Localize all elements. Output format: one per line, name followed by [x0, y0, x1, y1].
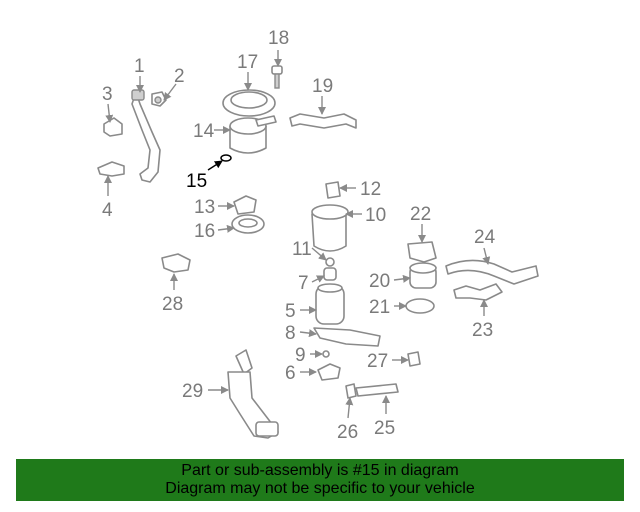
part-26-clip — [345, 383, 357, 399]
label-11: 11 — [292, 239, 312, 260]
part-20-filter — [409, 262, 437, 289]
label-20: 20 — [369, 271, 390, 292]
part-9-clip — [322, 350, 330, 358]
label-25: 25 — [374, 418, 395, 439]
label-24: 24 — [474, 227, 496, 248]
part-29-sender-bracket — [227, 349, 279, 439]
label-12: 12 — [360, 179, 381, 200]
part-17-lock-ring — [222, 89, 276, 117]
label-23: 23 — [472, 320, 493, 341]
label-4: 4 — [102, 200, 113, 221]
label-18: 18 — [268, 28, 289, 49]
label-1: 1 — [134, 56, 145, 77]
parts-diagram: 1 2 3 4 5 6 7 8 9 10 11 12 13 14 15 16 1… — [97, 28, 539, 443]
label-8: 8 — [285, 323, 296, 344]
part-14-pump-module — [229, 115, 277, 154]
part-15-o-ring — [220, 154, 232, 162]
label-27: 27 — [367, 351, 388, 372]
leader-lines — [104, 50, 491, 419]
label-6: 6 — [285, 363, 296, 384]
label-19: 19 — [312, 76, 333, 97]
part-23-hose — [453, 283, 503, 301]
part-27-clamp — [407, 351, 421, 367]
info-banner: Part or sub-assembly is #15 in diagram D… — [16, 459, 624, 501]
label-5: 5 — [285, 301, 296, 322]
label-7: 7 — [298, 273, 309, 294]
part-25-pipe — [355, 383, 399, 397]
part-13-cap — [233, 195, 257, 215]
label-17: 17 — [237, 52, 258, 73]
part-21-ring — [405, 298, 435, 314]
label-21: 21 — [369, 297, 390, 318]
part-2-clip — [151, 91, 167, 107]
part-10-sender-unit — [311, 204, 349, 252]
label-22: 22 — [410, 204, 431, 225]
banner-line-1: Part or sub-assembly is #15 in diagram — [181, 462, 459, 479]
part-4-bracket — [97, 161, 125, 177]
part-18-bolt — [271, 65, 283, 89]
part-6-cap — [317, 363, 341, 381]
label-28: 28 — [162, 294, 183, 315]
label-14: 14 — [193, 121, 215, 142]
label-29: 29 — [182, 381, 203, 402]
label-2: 2 — [174, 66, 185, 87]
label-13: 13 — [194, 197, 215, 218]
label-9: 9 — [295, 345, 306, 366]
part-8-strainer — [313, 327, 381, 347]
part-12-valve — [325, 181, 341, 199]
label-16: 16 — [194, 221, 215, 242]
part-28-bracket — [161, 253, 191, 273]
label-26: 26 — [337, 422, 358, 443]
part-24-hose — [445, 259, 539, 285]
part-7-fitting — [323, 267, 337, 281]
part-16-seal-ring — [231, 214, 265, 234]
part-19-hose — [289, 113, 357, 129]
label-15: 15 — [186, 171, 207, 192]
banner-line-2: Diagram may not be specific to your vehi… — [165, 480, 475, 497]
label-3: 3 — [102, 84, 113, 105]
callout-labels: 1 2 3 4 5 6 7 8 9 10 11 12 13 14 15 16 1… — [102, 28, 496, 443]
part-22-canister — [407, 241, 437, 263]
label-10: 10 — [365, 205, 386, 226]
part-5-fuel-pump — [315, 283, 345, 325]
part-11-clip — [325, 257, 335, 267]
part-3-bracket — [103, 117, 123, 137]
